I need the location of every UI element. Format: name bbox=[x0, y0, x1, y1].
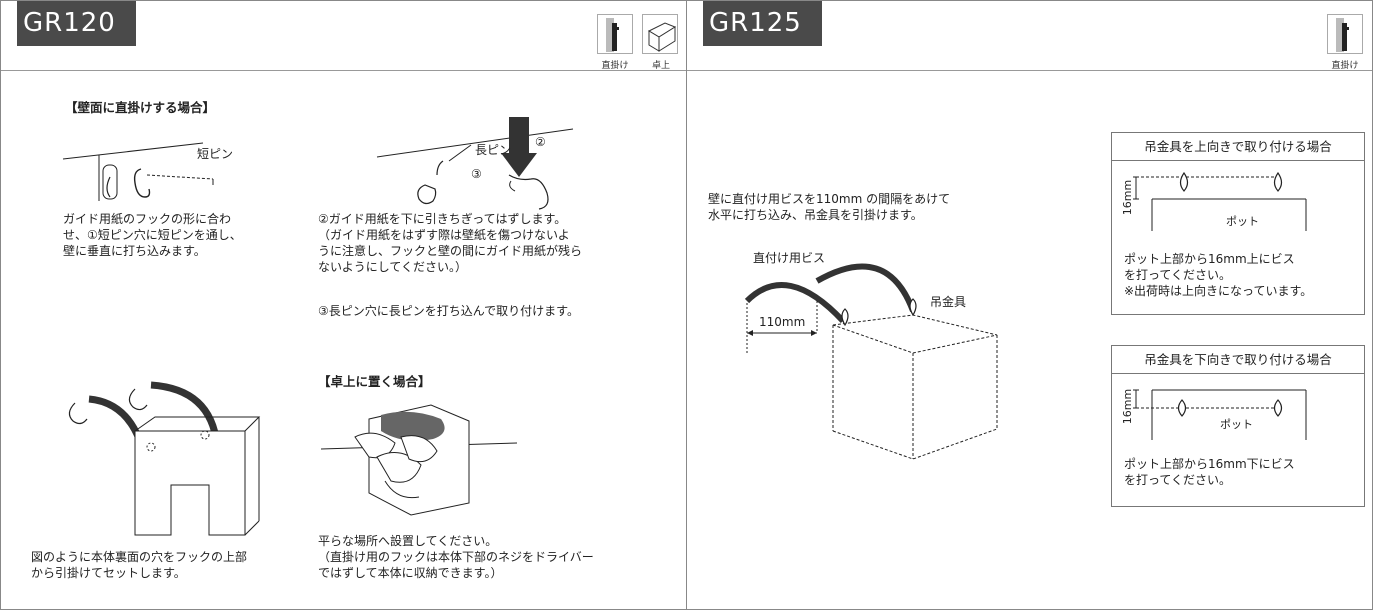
bracket-down-dim: 16mm bbox=[1121, 388, 1135, 425]
step-marker-2: ② bbox=[535, 135, 546, 149]
intro-text: 壁に直付け用ビスを110mm の間隔をあけて 水平に打ち込み、吊金具を引掛けます… bbox=[708, 192, 951, 222]
wall-mount-icon bbox=[1327, 14, 1363, 54]
icon-label-wall: 直掛け bbox=[1331, 61, 1359, 71]
bracket-up-pot: ポット bbox=[1226, 215, 1259, 228]
hang-text: 図のように本体裏面の穴をフックの上部 から引掛けてセットします。 bbox=[31, 550, 248, 580]
distance-label: 110mm bbox=[759, 315, 806, 329]
bracket-down-diagram bbox=[1133, 389, 1307, 440]
long-pin-label: 長ピン bbox=[475, 143, 512, 157]
wall-mount-icon bbox=[597, 14, 633, 54]
tabletop-text: 平らな場所へ設置してください。 （直掛け用のフックは本体下部のネジをドライバー … bbox=[318, 534, 594, 580]
tabletop-icon bbox=[642, 14, 678, 54]
icon-label-table: 卓上 bbox=[651, 61, 670, 71]
step2-text: ②ガイド用紙を下に引きちぎってはずします。 （ガイド用紙をはずす際は壁紙を傷つけ… bbox=[318, 212, 583, 274]
step3-text: ③長ピン穴に長ピンを打ち込んで取り付けます。 bbox=[318, 304, 579, 318]
bracket-down-box: 吊金具を下向きで取り付ける場合 16mm ポット ポット上部から16mm下にビス… bbox=[1111, 345, 1365, 507]
tabletop-heading: 【卓上に置く場合】 bbox=[318, 374, 431, 389]
step1-text: ガイド用紙のフックの形に合わ せ、①短ピン穴に短ピンを通し、 壁に垂直に打ち込み… bbox=[63, 212, 242, 258]
header-rule bbox=[1, 70, 686, 71]
left-page: GR120 直掛け 卓上 【壁面に直掛けする場合】 短ピン ガイド用紙のフックの… bbox=[0, 0, 687, 610]
bracket-up-text: ポット上部から16mm上にビス を打ってください。 ※出荷時は上向きになっていま… bbox=[1124, 252, 1313, 298]
model-title: GR120 bbox=[17, 1, 136, 46]
bracket-down-pot: ポット bbox=[1220, 418, 1253, 431]
long-pin-illustration bbox=[376, 117, 574, 210]
screw-label: 直付け用ビス bbox=[753, 251, 826, 265]
short-pin-label: 短ピン bbox=[197, 147, 234, 161]
short-pin-illustration bbox=[62, 142, 214, 201]
tabletop-illustration bbox=[320, 404, 518, 516]
pot-bracket-illustration bbox=[744, 263, 998, 460]
model-title: GR125 bbox=[703, 1, 822, 46]
bracket-label: 吊金具 bbox=[930, 295, 967, 309]
bracket-up-diagram bbox=[1133, 171, 1307, 231]
wall-mount-heading: 【壁面に直掛けする場合】 bbox=[65, 100, 216, 115]
bracket-up-title: 吊金具を上向きで取り付ける場合 bbox=[1112, 133, 1364, 161]
hang-on-hook-illustration bbox=[68, 381, 261, 536]
right-page: GR125 直掛け 壁に直付け用ビスを110mm の間隔をあけて 水平に打ち込み… bbox=[686, 0, 1373, 610]
bracket-down-text: ポット上部から16mm下にビス を打ってください。 bbox=[1124, 457, 1295, 487]
step-marker-3: ③ bbox=[471, 167, 482, 181]
bracket-down-title: 吊金具を下向きで取り付ける場合 bbox=[1112, 346, 1364, 374]
header-rule bbox=[687, 70, 1372, 71]
bracket-up-box: 吊金具を上向きで取り付ける場合 16mm ポット ポット上部から16mm上にビス… bbox=[1111, 132, 1365, 315]
bracket-up-dim: 16mm bbox=[1121, 179, 1135, 216]
icon-label-wall: 直掛け bbox=[601, 61, 629, 71]
